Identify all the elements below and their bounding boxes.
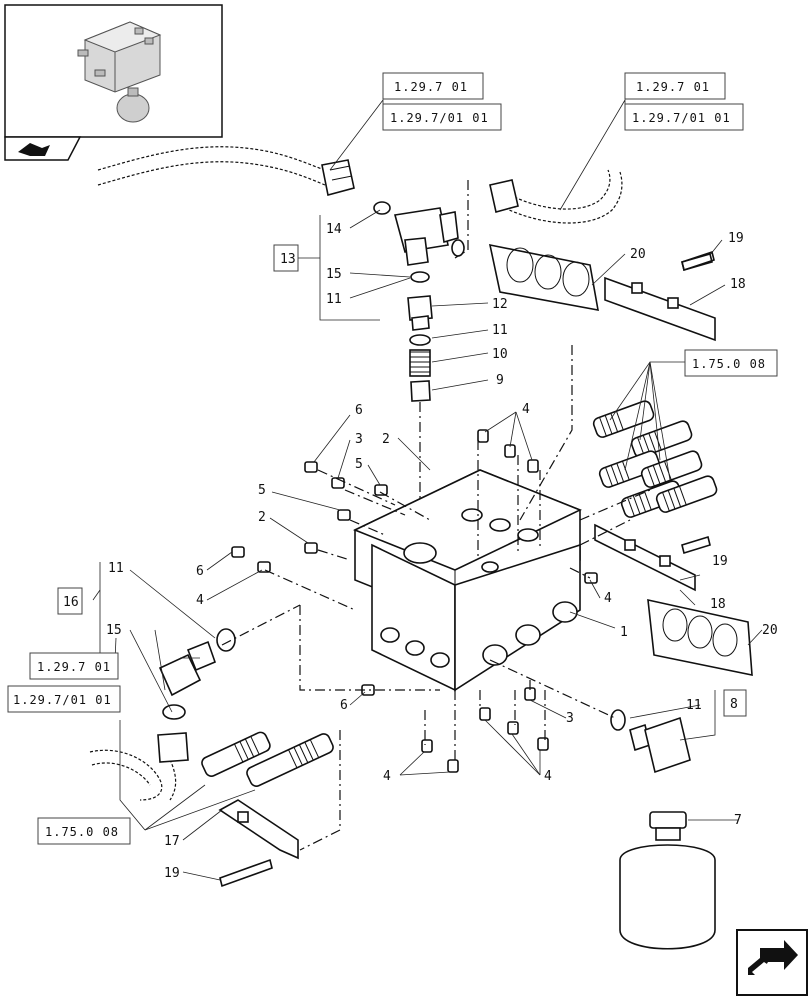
callout-17: 17 [164, 834, 180, 849]
ref-label[interactable]: 1.75.0 08 [692, 357, 766, 371]
callout-20: 20 [630, 247, 646, 262]
next-page-icon[interactable] [736, 929, 808, 996]
ref-label[interactable]: 1.29.7 01 [37, 660, 111, 674]
callout-6: 6 [355, 403, 363, 418]
gasket-right [647, 598, 753, 676]
callout-numbers: 14 13 15 11 12 11 10 9 20 19 18 4 6 3 2 … [63, 222, 778, 881]
elbow-fitting-left [158, 628, 236, 720]
callout-11: 11 [108, 561, 124, 576]
ref-box-bottom-left[interactable]: 1.75.0 08 [37, 817, 131, 845]
callout-19: 19 [712, 554, 728, 569]
gasket-top [488, 243, 599, 311]
callout-18: 18 [730, 277, 746, 292]
callout-3: 3 [566, 711, 574, 726]
pressure-switch [610, 709, 691, 774]
ref-label[interactable]: 1.29.7 01 [636, 80, 710, 94]
hose-top-left [97, 146, 355, 196]
callout-5: 5 [258, 483, 266, 498]
callout-8: 8 [730, 697, 738, 712]
clamp-top [604, 253, 716, 342]
bolt-bottom [219, 858, 273, 888]
callout-20: 20 [762, 623, 778, 638]
callout-3: 3 [355, 432, 363, 447]
callout-4: 4 [544, 769, 552, 784]
callout-11: 11 [686, 698, 702, 713]
ref-box-right-mid[interactable]: 1.75.0 08 [684, 349, 778, 377]
callout-18: 18 [710, 597, 726, 612]
hose-left [89, 732, 189, 801]
callout-11: 11 [326, 292, 342, 307]
callout-7: 7 [734, 813, 742, 828]
callout-box-16 [57, 587, 83, 615]
centerlines [221, 180, 651, 851]
callout-1: 1 [620, 625, 628, 640]
callout-11: 11 [492, 323, 508, 338]
hose-top-right [489, 169, 623, 224]
callout-15: 15 [326, 267, 342, 282]
callout-9: 9 [496, 373, 504, 388]
ref-label[interactable]: 1.75.0 08 [45, 825, 119, 839]
ref-box-top-right[interactable]: 1.29.7 01 1.29.7/01 01 [624, 72, 744, 131]
ref-box-top-left[interactable]: 1.29.7 01 1.29.7/01 01 [382, 72, 502, 131]
callout-box-8 [723, 689, 747, 717]
callout-14: 14 [326, 222, 342, 237]
clamp-bottom [218, 799, 299, 860]
callout-5: 5 [355, 457, 363, 472]
spool-cluster-left [201, 731, 334, 787]
ref-box-left[interactable]: 1.29.7 01 1.29.7/01 01 [7, 652, 121, 713]
callout-15: 15 [106, 623, 122, 638]
leader-lines [92, 98, 763, 881]
callout-4: 4 [522, 402, 530, 417]
callout-19: 19 [164, 866, 180, 881]
callout-4: 4 [383, 769, 391, 784]
callout-16: 16 [63, 595, 79, 610]
callout-6: 6 [196, 564, 204, 579]
callout-10: 10 [492, 347, 508, 362]
ref-label[interactable]: 1.29.7/01 01 [390, 111, 489, 125]
callout-13: 13 [280, 252, 296, 267]
back-arrow-icon[interactable] [4, 136, 82, 161]
ref-label[interactable]: 1.29.7/01 01 [13, 693, 112, 707]
callout-2: 2 [382, 432, 390, 447]
spool-cluster-right [592, 400, 718, 518]
valve-assembly-thumbnail [77, 21, 162, 123]
ref-label[interactable]: 1.29.7 01 [394, 80, 468, 94]
accumulator [619, 811, 716, 950]
thumbnail-frame[interactable] [4, 4, 223, 138]
clamp-right [594, 523, 711, 592]
bolt-top [681, 250, 715, 272]
callout-12: 12 [492, 297, 508, 312]
fitting-stack [407, 295, 433, 540]
callout-6: 6 [340, 698, 348, 713]
callout-box-13 [273, 244, 299, 272]
callout-19: 19 [728, 231, 744, 246]
callout-4: 4 [604, 591, 612, 606]
elbow-fitting-top [373, 201, 465, 283]
callout-4: 4 [196, 593, 204, 608]
valve-body [353, 469, 582, 692]
ref-label[interactable]: 1.29.7/01 01 [632, 111, 731, 125]
callout-2: 2 [258, 510, 266, 525]
